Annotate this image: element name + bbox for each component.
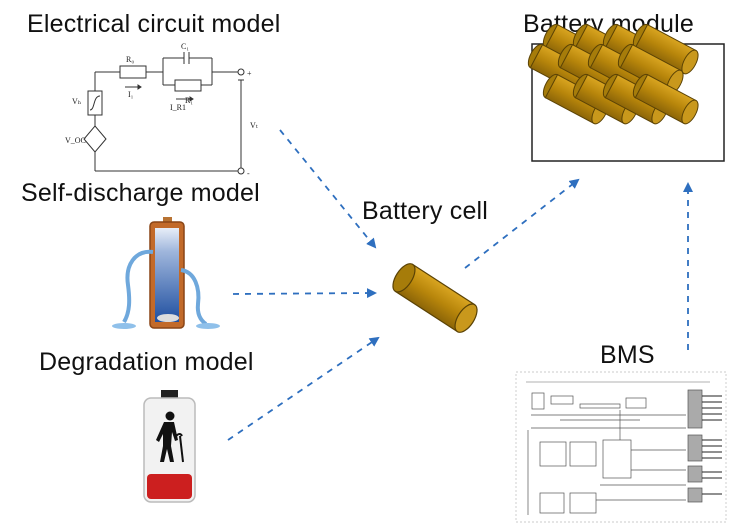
self-discharge-model-title: Self-discharge model [21,179,260,207]
arrow-degradation-to-cell [227,336,380,441]
minus-terminal-label: - [247,169,250,178]
battery-cell-title: Battery cell [362,197,489,225]
electrical-circuit-model-title: Electrical circuit model [27,10,281,38]
self-discharge-image [112,217,220,329]
arrow-cell-to-module [464,178,580,269]
vh-label: Vₕ [72,97,82,106]
circuit-labels: R₀ C₁ R₁ I₁ I_R1 Vₕ V_OC Vₜ + - [65,42,258,178]
vt-label: Vₜ [250,121,258,130]
degradation-model-title: Degradation model [39,348,254,376]
voc-label: V_OC [65,136,86,145]
i1-label: I₁ [128,90,134,99]
arrow-circuit-to-cell [279,129,377,249]
r0-label: R₀ [126,55,134,64]
bms-schematic-image [515,371,727,523]
ir1-label: I_R1 [170,103,186,112]
battery-module-image [527,23,725,162]
elderly-person-icon [156,411,184,463]
arrow-selfdischarge-to-cell [232,288,377,299]
module-cells [527,23,699,125]
r1-label: R₁ [185,96,193,105]
module-cell [632,73,699,125]
degradation-image [143,390,196,503]
electrical-circuit-diagram [83,52,245,175]
plus-terminal-label: + [247,69,252,78]
bms-title: BMS [600,341,655,369]
c1-label: C₁ [181,42,189,51]
battery-cell-image [392,263,478,333]
